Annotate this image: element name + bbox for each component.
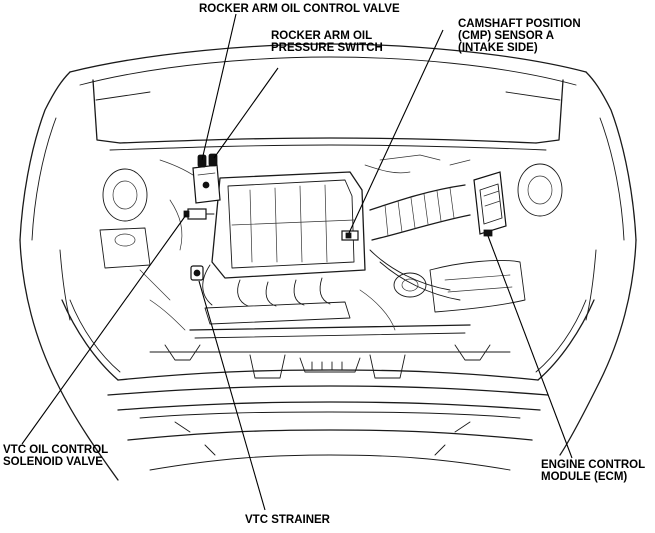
label-rocker-arm-oil-control-valve: ROCKER ARM OIL CONTROL VALVE <box>199 3 400 15</box>
label-line: (CMP) SENSOR A <box>458 30 555 42</box>
label-cmp-sensor: CAMSHAFT POSITION (CMP) SENSOR A (INTAKE… <box>458 18 581 54</box>
leader-rocker-valve <box>201 13 237 161</box>
label-engine-control-module: ENGINE CONTROL MODULE (ECM) <box>541 459 645 483</box>
vtc-oil-control-solenoid-valve-part <box>183 208 215 220</box>
label-line: VTC STRAINER <box>245 514 330 526</box>
label-vtc-strainer: VTC STRAINER <box>245 514 330 526</box>
leader-rocker-switch <box>213 67 279 159</box>
leader-vtc-solenoid <box>21 214 187 445</box>
label-line: CAMSHAFT POSITION <box>458 18 581 30</box>
label-line: SOLENOID VALVE <box>3 456 103 468</box>
label-vtc-oil-control-solenoid-valve: VTC OIL CONTROL SOLENOID VALVE <box>3 444 108 468</box>
label-line: VTC OIL CONTROL <box>3 444 109 456</box>
leader-vtc-strainer <box>198 280 266 511</box>
label-line: MODULE (ECM) <box>541 471 628 483</box>
ecm-part <box>473 171 507 237</box>
label-line: ROCKER ARM OIL CONTROL VALVE <box>199 3 400 15</box>
vehicle-body-outline <box>19 43 637 481</box>
cmp-sensor-part <box>341 230 359 241</box>
leader-cmp-sensor <box>348 29 444 234</box>
vtc-strainer-part <box>190 265 204 281</box>
label-rocker-arm-oil-pressure-switch: ROCKER ARM OIL PRESSURE SWITCH <box>271 30 383 54</box>
leader-ecm <box>487 235 573 459</box>
label-line: ENGINE CONTROL <box>541 459 646 471</box>
engine-bay-components <box>99 154 563 339</box>
label-line: PRESSURE SWITCH <box>271 42 383 54</box>
rocker-arm-oil-control-valve-part <box>192 153 221 204</box>
label-line: ROCKER ARM OIL <box>271 30 373 42</box>
label-line: (INTAKE SIDE) <box>458 42 538 54</box>
